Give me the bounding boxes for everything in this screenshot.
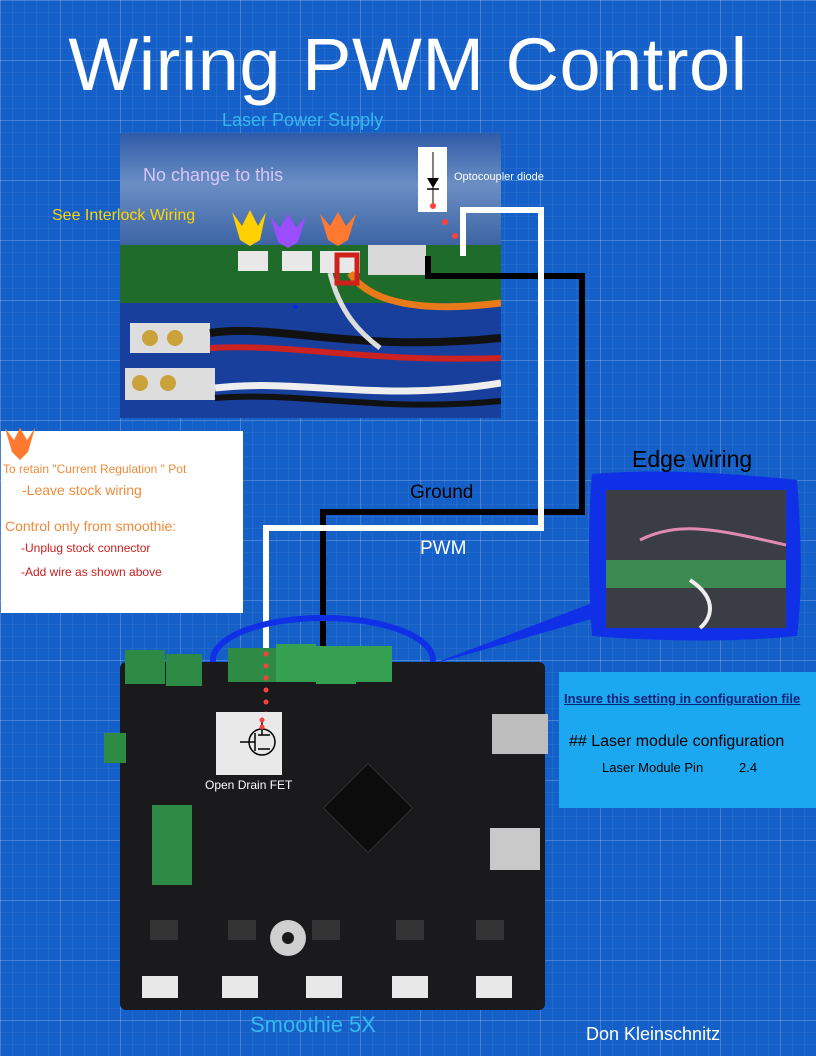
board-connector [316, 646, 356, 684]
driver-chip [476, 920, 504, 940]
fet-transistor-icon [240, 719, 276, 756]
psu-connector-4 [368, 245, 426, 275]
note-unplug-text: -Unplug stock connector [21, 541, 151, 555]
board-connector [352, 646, 392, 682]
board-connector [125, 650, 165, 684]
ground-wire [320, 256, 585, 660]
purple-arrow-icon [270, 214, 306, 248]
edge-wiring-photo [606, 490, 786, 628]
edge-pointer [430, 600, 600, 665]
author-name: Don Kleinschnitz [586, 1024, 721, 1044]
note-control-text: Control only from smoothie: [5, 518, 177, 534]
motor-connector [306, 976, 342, 998]
usb-port [492, 714, 548, 754]
note-retain-text: To retain "Current Regulation " Pot [3, 462, 187, 476]
pwm-wire [263, 207, 544, 660]
config-insure-text: Insure this setting in configuration fil… [564, 691, 801, 706]
driver-chip [396, 920, 424, 940]
edge-wiring-title: Edge wiring [632, 446, 753, 472]
board-connector [166, 654, 202, 686]
psu-wiring-drawing [125, 245, 501, 408]
psu-label: Laser Power Supply [222, 110, 384, 130]
board-connector [104, 733, 126, 763]
fet-label: Open Drain FET [205, 778, 293, 792]
pwm-label: PWM [420, 538, 467, 559]
board-connector [276, 644, 316, 682]
note-box [1, 431, 243, 613]
note-add-text: -Add wire as shown above [21, 565, 162, 579]
config-pin-value: 2.4 [739, 760, 758, 775]
ground-label: Ground [410, 482, 474, 503]
interlock-label: See Interlock Wiring [52, 207, 196, 224]
motor-connector [222, 976, 258, 998]
motor-connector [392, 976, 428, 998]
psu-connector-2 [282, 251, 312, 271]
driver-chip [228, 920, 256, 940]
psu-connector-1 [238, 251, 268, 271]
no-change-label: No change to this [143, 165, 284, 185]
smoothie-label: Smoothie 5X [250, 1012, 376, 1037]
ethernet-port [490, 828, 540, 870]
note-leave-text: -Leave stock wiring [22, 482, 142, 498]
vbb-connector [152, 805, 192, 885]
driver-chip [312, 920, 340, 940]
config-header: ## Laser module configuration [569, 733, 785, 750]
config-pin-label: Laser Module Pin [602, 760, 704, 775]
config-box [559, 672, 816, 808]
page-title: Wiring PWM Control [68, 23, 748, 106]
optocoupler-label: Optocoupler diode [454, 171, 544, 183]
red-connector-mark [334, 252, 360, 286]
note-orange-arrow-icon [5, 428, 35, 460]
yellow-arrow-icon [232, 210, 266, 246]
driver-chip [150, 920, 178, 940]
motor-connector [476, 976, 512, 998]
motor-connector [142, 976, 178, 998]
orange-arrow-icon [320, 212, 356, 246]
